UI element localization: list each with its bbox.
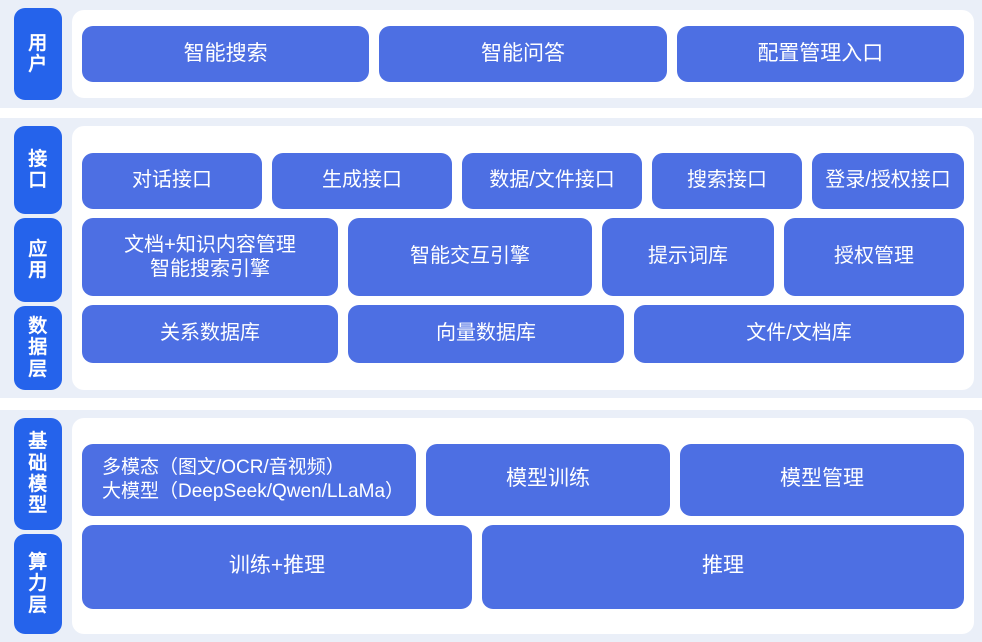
section-infrastructure: 基 础 模 型 算 力 层 多模态（图文/OCR/音视频） 大模型（DeepSe… [0,410,982,642]
user-row: 智能搜索 智能问答 配置管理入口 [82,26,964,82]
compute-row: 训练+推理 推理 [82,524,964,609]
layer-tab-foundation-model-char-1: 础 [28,452,48,474]
layer-tab-interface-char-0: 接 [28,148,48,170]
card-inference[interactable]: 推理 [482,524,964,609]
layer-tab-user-char-0: 用 [28,32,48,54]
card-model-management[interactable]: 模型管理 [680,443,964,516]
layer-tab-data-char-2: 层 [28,358,48,380]
card-generation-api[interactable]: 生成接口 [272,153,452,209]
card-dialog-api[interactable]: 对话接口 [82,153,262,209]
card-authorization-management[interactable]: 授权管理 [784,218,964,296]
section-infrastructure-panel: 多模态（图文/OCR/音视频） 大模型（DeepSeek/Qwen/LLaMa）… [72,418,974,634]
layer-tab-compute-char-0: 算 [28,552,48,574]
card-document-knowledge-management[interactable]: 文档+知识内容管理 智能搜索引擎 [82,218,338,296]
card-multimodal-large-model-line2: 大模型（DeepSeek/Qwen/LLaMa） [102,480,405,502]
card-document-knowledge-management-line1: 文档+知识内容管理 [124,233,296,256]
layer-tab-data-char-1: 据 [28,337,48,359]
layer-tab-user[interactable]: 用 户 [14,8,62,100]
section-middle-tabs: 接 口 应 用 数 据 层 [0,118,62,398]
card-training-and-inference[interactable]: 训练+推理 [82,524,472,609]
layer-tab-application-char-0: 应 [28,238,48,260]
layer-tab-foundation-model-char-3: 型 [28,495,48,517]
section-middle: 接 口 应 用 数 据 层 对话接口 生成接口 数据/文件接口 搜索接口 登录/… [0,118,982,398]
card-file-document-store[interactable]: 文件/文档库 [634,305,964,363]
foundation-model-row: 多模态（图文/OCR/音视频） 大模型（DeepSeek/Qwen/LLaMa）… [82,443,964,516]
card-prompt-library[interactable]: 提示词库 [602,218,774,296]
card-multimodal-large-model-line1: 多模态（图文/OCR/音视频） [102,457,345,479]
card-smart-qa[interactable]: 智能问答 [379,26,667,82]
layer-tab-data-char-0: 数 [28,316,48,338]
section-user-panel: 智能搜索 智能问答 配置管理入口 [72,10,974,98]
layer-tab-compute-char-2: 层 [28,594,48,616]
layer-tab-foundation-model[interactable]: 基 础 模 型 [14,418,62,530]
card-search-api[interactable]: 搜索接口 [652,153,802,209]
layer-tab-compute-char-1: 力 [28,573,48,595]
card-relational-database[interactable]: 关系数据库 [82,305,338,363]
data-row: 关系数据库 向量数据库 文件/文档库 [82,305,964,363]
application-row: 文档+知识内容管理 智能搜索引擎 智能交互引擎 提示词库 授权管理 [82,218,964,296]
layer-tab-interface-char-1: 口 [28,170,48,191]
layer-tab-user-char-1: 户 [28,54,48,75]
layer-tab-interface[interactable]: 接 口 [14,126,62,214]
card-login-auth-api[interactable]: 登录/授权接口 [812,153,964,209]
layer-tab-application[interactable]: 应 用 [14,218,62,302]
interface-row: 对话接口 生成接口 数据/文件接口 搜索接口 登录/授权接口 [82,153,964,209]
card-config-management-entry[interactable]: 配置管理入口 [676,26,964,82]
layer-tab-foundation-model-char-2: 模 [28,474,48,495]
section-infrastructure-tabs: 基 础 模 型 算 力 层 [0,410,62,642]
section-user: 用 户 智能搜索 智能问答 配置管理入口 [0,0,982,108]
card-vector-database[interactable]: 向量数据库 [348,305,624,363]
section-middle-panel: 对话接口 生成接口 数据/文件接口 搜索接口 登录/授权接口 文档+知识内容管理… [72,126,974,390]
section-user-tabs: 用 户 [0,0,62,108]
layer-tab-compute[interactable]: 算 力 层 [14,534,62,634]
card-smart-interaction-engine[interactable]: 智能交互引擎 [348,218,592,296]
card-smart-search[interactable]: 智能搜索 [82,26,370,82]
layer-tab-application-char-1: 用 [28,260,48,281]
card-data-file-api[interactable]: 数据/文件接口 [462,153,642,209]
layer-tab-foundation-model-char-0: 基 [28,431,48,453]
layer-tab-data[interactable]: 数 据 层 [14,306,62,390]
card-model-training[interactable]: 模型训练 [426,443,670,516]
card-multimodal-large-model[interactable]: 多模态（图文/OCR/音视频） 大模型（DeepSeek/Qwen/LLaMa） [82,443,416,516]
card-document-knowledge-management-line2: 智能搜索引擎 [150,258,270,280]
